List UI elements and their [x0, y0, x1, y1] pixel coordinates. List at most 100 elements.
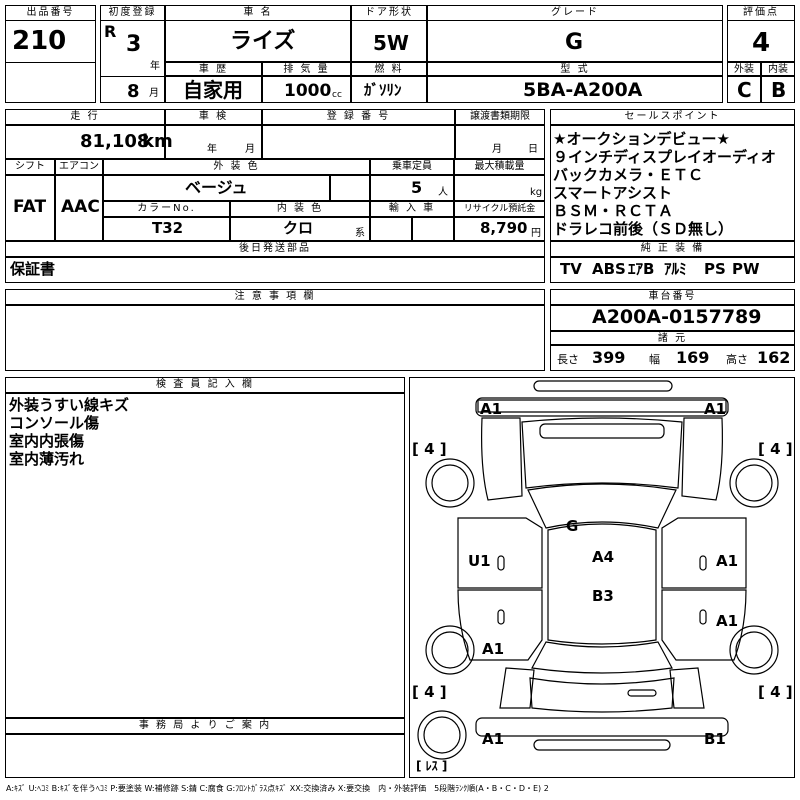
- registration-year: 3: [126, 32, 142, 57]
- exterior-grade-cell: [727, 76, 761, 103]
- interior-color-unit: 系: [355, 228, 365, 239]
- interior-color-label: 内 装 色: [230, 201, 370, 217]
- sales-point-line: スマートアシスト: [553, 184, 672, 202]
- history-cell: [165, 76, 262, 103]
- interior-grade-cell: [761, 76, 795, 103]
- shift-label: シフト: [5, 159, 55, 175]
- capacity-label: 乗車定員: [370, 159, 454, 175]
- shift-cell: [5, 175, 55, 241]
- dimensions-label: 諸 元: [550, 331, 795, 345]
- spare-tire: [ ﾚｽ ]: [416, 759, 448, 773]
- lot-number-lower: [5, 62, 96, 103]
- car-outline-diagram: [417, 380, 779, 760]
- exterior-color-label: 外 装 色: [103, 159, 370, 175]
- displacement-label: 排 気 量: [262, 62, 351, 76]
- history-label: 車 歴: [165, 62, 262, 76]
- mark-center: B3: [592, 587, 614, 605]
- fuel-label: 燃 料: [351, 62, 427, 76]
- legend: A:ｷｽﾞ U:ﾍｺﾐ B:ｷｽﾞを伴うﾍｺﾐ P:要塗装 W:補修跡 S:錆 …: [6, 784, 549, 793]
- later-parts: 保証書: [10, 260, 56, 278]
- door-type: 5W: [373, 31, 409, 55]
- recycle-label: リサイクル預託金: [454, 201, 545, 217]
- inspector-cell: 外装うすい線キズ コンソール傷 室内内張傷 室内薄汚れ: [5, 393, 405, 718]
- month-unit: 月: [149, 88, 159, 99]
- inspection-month-unit: 月: [245, 144, 255, 155]
- ac: AAC: [61, 197, 100, 217]
- registration-month: 8: [127, 81, 140, 102]
- width-label: 幅: [649, 353, 660, 366]
- later-parts-cell: [5, 257, 545, 283]
- score: 4: [752, 28, 771, 58]
- max-load-label: 最大積載量: [454, 159, 545, 175]
- equipment-cell: [550, 257, 795, 283]
- first-registration-label: 初度登録: [100, 5, 165, 21]
- notes-cell: [5, 305, 545, 371]
- fuel: ｶﾞｿﾘﾝ: [364, 81, 402, 99]
- transfer-deadline-cell: [455, 125, 545, 159]
- mark-left-rear: A1: [482, 640, 505, 658]
- interior-grade: B: [771, 78, 787, 102]
- tire-rear-right: [ 4 ]: [758, 683, 793, 701]
- registration-number-cell: [262, 125, 455, 159]
- equipment-alloy: ｱﾙﾐ: [664, 260, 687, 278]
- exterior-color-cell: [103, 175, 330, 201]
- mark-rear-left: A1: [482, 730, 505, 748]
- sales-points-cell: ★オークションデビュー★ ９インチディスプレイオーディオ バックカメラ・ＥＴＣ …: [550, 125, 795, 241]
- sales-point-line: バックカメラ・ＥＴＣ: [553, 166, 704, 184]
- model: 5BA-A200A: [523, 79, 643, 101]
- mileage-label: 走 行: [5, 109, 165, 125]
- equipment-tv: TV: [560, 260, 582, 278]
- sales-points-label: セールスポイント: [550, 109, 795, 125]
- fuel-cell: [351, 76, 427, 103]
- tire-front-right: [ 4 ]: [758, 440, 793, 458]
- equipment-pw: PW: [732, 260, 760, 278]
- exterior-grade: C: [737, 78, 752, 102]
- mark-front-right: A1: [704, 400, 727, 418]
- recycle-fee: 8,790: [480, 219, 528, 237]
- inspector-note: 室内内張傷: [9, 432, 85, 450]
- registration-number-label: 登 録 番 号: [262, 109, 455, 125]
- inspector-note: コンソール傷: [9, 414, 100, 432]
- width: 169: [676, 348, 710, 367]
- displacement-unit: cc: [332, 90, 342, 100]
- mark-front-left: A1: [480, 400, 503, 418]
- equipment-label: 純 正 装 備: [550, 241, 795, 257]
- inspection-year-unit: 年: [207, 144, 217, 155]
- transfer-month-unit: 月: [492, 144, 502, 155]
- shift: FAT: [13, 197, 47, 217]
- mark-right-rear-door: A1: [716, 612, 739, 630]
- equipment-abs: ABS: [592, 260, 626, 278]
- dimensions-cell: [550, 345, 795, 371]
- transfer-deadline-label: 譲渡書類期限: [455, 109, 545, 125]
- lot-number-label: 出品番号: [5, 5, 96, 21]
- transfer-day-unit: 日: [528, 144, 538, 155]
- import-label: 輸 入 車: [370, 201, 454, 217]
- height-label: 高さ: [726, 353, 748, 366]
- chassis-number: A200A-0157789: [592, 306, 762, 328]
- mark-left-front-door: U1: [468, 552, 491, 570]
- sales-point-line: ９インチディスプレイオーディオ: [553, 148, 776, 166]
- door-label: ドア形状: [351, 5, 427, 21]
- inspection-label: 車 検: [165, 109, 262, 125]
- sales-point-line: ★オークションデビュー★: [553, 130, 730, 148]
- month-cell: [100, 76, 165, 103]
- office-label: 事 務 局 よ り ご 案 内: [5, 718, 405, 734]
- inspector-label: 検 査 員 記 入 欄: [5, 377, 405, 393]
- interior-color: クロ: [283, 219, 314, 237]
- import-cell-2: [412, 217, 454, 241]
- mark-roof: A4: [592, 548, 615, 566]
- mark-bonnet: G: [566, 517, 579, 535]
- chassis-cell: [550, 305, 795, 331]
- equipment-airbag: ｴｱB: [628, 260, 655, 278]
- lot-number: 210: [12, 26, 67, 56]
- tire-rear-left: [ 4 ]: [412, 683, 447, 701]
- interior-label: 内装: [761, 62, 795, 76]
- inspector-note: 室内薄汚れ: [9, 450, 85, 468]
- grade: G: [565, 30, 584, 55]
- chassis-label: 車台番号: [550, 289, 795, 305]
- capacity-cell: [370, 175, 454, 201]
- mileage-cell: [5, 125, 165, 159]
- sales-point-line: ＢＳＭ・ＲＣＴＡ: [553, 202, 674, 220]
- max-load-unit: kg: [530, 187, 543, 198]
- recycle-unit: 円: [531, 228, 541, 239]
